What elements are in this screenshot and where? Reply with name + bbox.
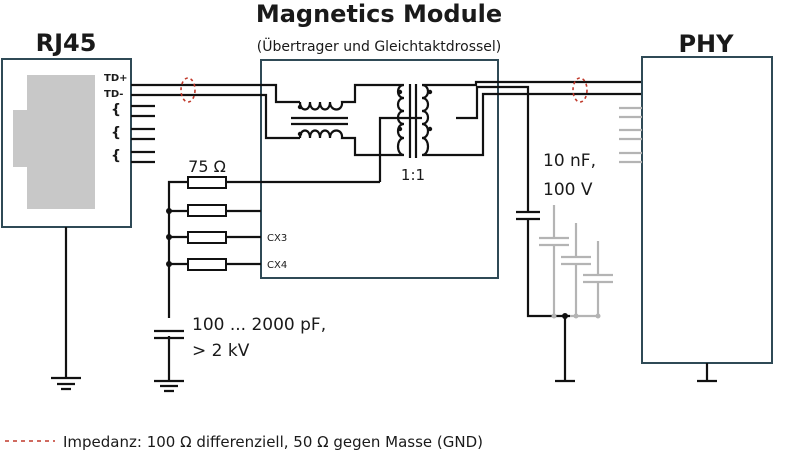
legend-text: Impedanz: 100 Ω differenziell, 50 Ω gege… — [63, 433, 483, 451]
cap-right-line1: 10 nF, — [543, 151, 596, 171]
unused-pair-wires — [131, 104, 155, 164]
impedance-marker-right — [572, 77, 588, 103]
phy-box — [641, 56, 773, 364]
rj45-connector: TD+ TD- { { { — [1, 58, 155, 391]
phy-ground-icon — [697, 363, 717, 383]
cap-ground-icon — [555, 316, 575, 383]
phy-unused-pins — [619, 106, 642, 164]
diagram-subtitle: (Übertrager und Gleichtaktdrossel) — [257, 37, 502, 55]
cap-left-line2: > 2 kV — [192, 341, 250, 361]
rj45-label: RJ45 — [36, 29, 97, 57]
additional-capacitors-ghost — [539, 205, 613, 319]
pin-label-cx3: CX3 — [267, 233, 287, 244]
rx-minus-wire — [456, 92, 642, 157]
phy-label: PHY — [678, 30, 734, 58]
ground-icon — [57, 382, 75, 391]
center-tap-wire — [456, 85, 530, 212]
unused-pair-symbol-2: { — [111, 125, 121, 141]
unused-pair-symbol-3: { — [111, 148, 121, 164]
pin-label-td-minus: TD- — [104, 89, 123, 100]
rj45-ground-wire — [51, 227, 81, 380]
pin-label-td-plus: TD+ — [104, 73, 128, 84]
center-tap-capacitor: 10 nF, 100 V — [516, 151, 596, 318]
resistor-value-label: 75 Ω — [188, 157, 226, 176]
hv-capacitor: 100 ... 2000 pF, > 2 kV — [150, 315, 326, 393]
rx-plus-wire — [456, 80, 642, 87]
cap-left-line1: 100 ... 2000 pF, — [192, 315, 326, 335]
termination-resistors: 75 Ω — [166, 157, 380, 382]
td-minus-wire — [131, 93, 300, 140]
cap-right-line2: 100 V — [543, 180, 593, 200]
unused-pair-symbol-1: { — [111, 102, 121, 118]
rj45-jack-shape — [13, 75, 95, 209]
magnetics-module-box — [260, 59, 499, 279]
diagram-title: Magnetics Module — [256, 0, 502, 28]
pin-label-cx4: CX4 — [267, 260, 287, 271]
td-plus-wire — [131, 83, 300, 104]
transformer-ratio: 1:1 — [401, 166, 425, 184]
transformer — [378, 83, 456, 182]
impedance-marker-left — [180, 77, 196, 103]
common-mode-choke — [291, 83, 378, 157]
